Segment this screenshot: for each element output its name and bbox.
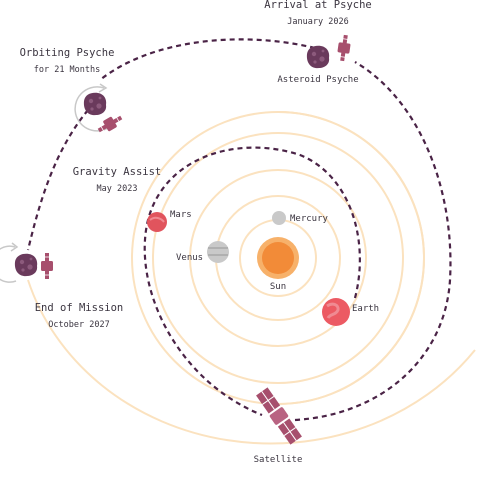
mars-label: Mars [170,210,192,220]
earth: Earth [322,298,379,326]
earth-orbit [189,169,367,347]
gravity-date: May 2023 [97,184,138,194]
orbiting-title: Orbiting Psyche [20,47,115,59]
mars-orbit [152,132,404,384]
earth-label: Earth [352,304,379,314]
venus-label: Venus [176,253,203,263]
orbit-rings [27,111,476,445]
orbiting-spacecraft-icon [95,111,125,137]
orbiting-group: Orbiting Psyche for 21 Months [20,47,125,137]
end-spacecraft-icon [40,252,54,280]
arrival-title: Arrival at Psyche [264,0,371,11]
psyche-orbit [27,279,476,445]
trajectory-left [26,109,89,251]
satellite-label: Satellite [254,455,303,465]
trajectory [26,38,452,422]
satellite: Satellite [254,387,303,465]
mars: Mars [147,210,192,232]
asteroid-psyche-icon [306,45,330,69]
orbit-arrow [74,86,109,132]
gravity-group: Gravity Assist May 2023 [73,166,162,194]
sun: Sun [257,237,299,292]
orbiting-asteroid-icon [83,92,107,116]
asteroid-label: Asteroid Psyche [277,75,358,85]
trajectory-outer [294,61,452,422]
mercury-label: Mercury [290,214,329,224]
end-asteroid-icon [14,253,38,277]
outer-orbit-highlight [277,111,425,405]
gravity-title: Gravity Assist [73,166,162,178]
end-date: October 2027 [48,320,109,330]
arrival-date: January 2026 [287,17,348,27]
end-title: End of Mission [35,302,124,314]
sun-label: Sun [270,282,286,292]
mercury: Mercury [272,211,329,225]
trajectory-top [99,38,316,81]
end-group: End of Mission October 2027 [0,242,124,330]
arrival-group: Arrival at Psyche January 2026 Asteroid … [264,0,371,85]
trajectory-inner [143,146,361,417]
orbiting-duration: for 21 Months [34,65,101,75]
venus: Venus [176,241,229,263]
end-orbit-arrow [0,245,17,283]
sun-core [262,242,294,274]
spacecraft-icon [335,33,353,63]
